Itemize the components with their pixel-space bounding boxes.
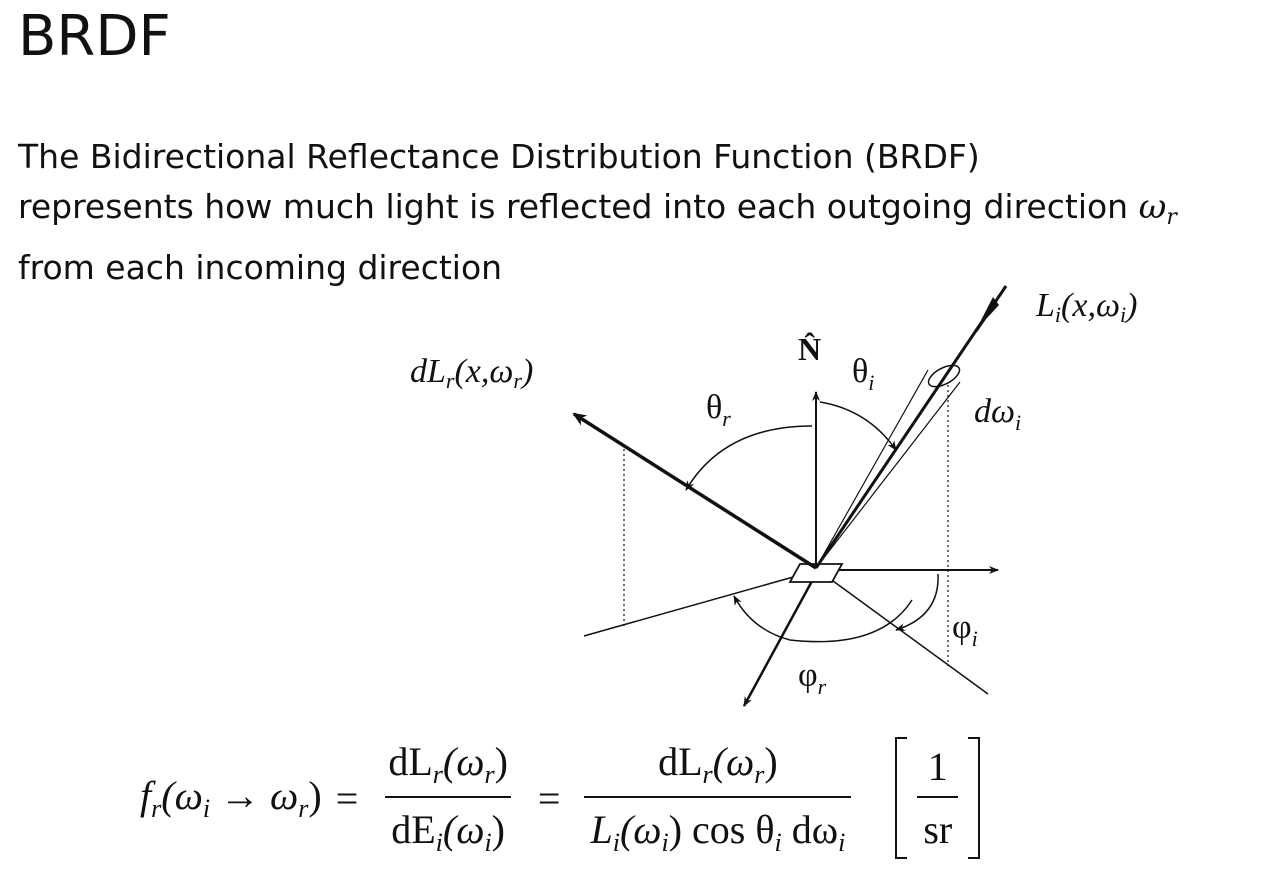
description-line-2: represents how much light is reflected i… xyxy=(18,182,1177,243)
normal-label: N̂ xyxy=(798,331,821,367)
description: The Bidirectional Reflectance Distributi… xyxy=(18,132,1177,293)
incident-ray xyxy=(814,285,1008,569)
theta-r-arc xyxy=(685,425,813,491)
theta-i-arc xyxy=(819,401,897,451)
solid-angle-label: dωi xyxy=(974,393,1021,435)
left-bracket xyxy=(895,737,908,859)
phi-r-label: φr xyxy=(798,657,827,699)
equals-sign-2: = xyxy=(537,775,561,821)
fraction-1-denominator: dEi(ωi) xyxy=(385,796,511,858)
unit-fraction: 1 sr xyxy=(917,743,959,853)
surface-patch xyxy=(788,563,844,583)
brdf-formula: fr(ωi → ωr) = dLr(ωr) dEi(ωi) = dLr(ωr) … xyxy=(140,728,981,868)
description-line-2-text: represents how much light is reflected i… xyxy=(18,187,1129,226)
cone-edge-2 xyxy=(815,381,961,569)
y-axis xyxy=(742,569,820,707)
unit-bracket: 1 sr xyxy=(895,737,981,859)
fraction-1-numerator: dLr(ωr) xyxy=(388,739,508,789)
omega-r-symbol: ωr xyxy=(1138,187,1177,230)
theta-r-label: θr xyxy=(706,389,731,431)
phi-r-arc xyxy=(733,595,913,643)
formula-lhs: fr(ωi → ωr) xyxy=(140,773,322,823)
equals-sign-1: = xyxy=(335,775,359,821)
fraction-2-denominator: Li(ωi) cos θi dωi xyxy=(584,796,852,858)
unit-numerator: 1 xyxy=(927,744,948,789)
incident-arrow-wing xyxy=(974,301,998,332)
reflected-ray xyxy=(572,412,817,570)
right-bracket xyxy=(968,737,981,859)
unit-denominator: sr xyxy=(917,796,959,853)
projected-reflected-line xyxy=(583,569,819,637)
description-line-1: The Bidirectional Reflectance Distributi… xyxy=(18,137,980,176)
phi-i-arc xyxy=(895,573,939,632)
cone-edge-1 xyxy=(815,369,929,569)
fraction-1: dLr(ωr) dEi(ωi) xyxy=(382,738,514,858)
theta-i-label: θi xyxy=(852,353,874,395)
reflected-radiance-label: dLr(x,ωr) xyxy=(410,353,533,393)
fraction-2: dLr(ωr) Li(ωi) cos θi dωi xyxy=(584,738,852,858)
incident-radiance-label: Li(x,ωi) xyxy=(1035,287,1137,327)
description-line-3: from each incoming direction xyxy=(18,248,503,287)
phi-i-label: φi xyxy=(952,609,978,651)
fraction-2-numerator: dLr(ωr) xyxy=(658,739,778,789)
projected-incident-line xyxy=(817,569,989,695)
slide-title: BRDF xyxy=(18,4,171,69)
